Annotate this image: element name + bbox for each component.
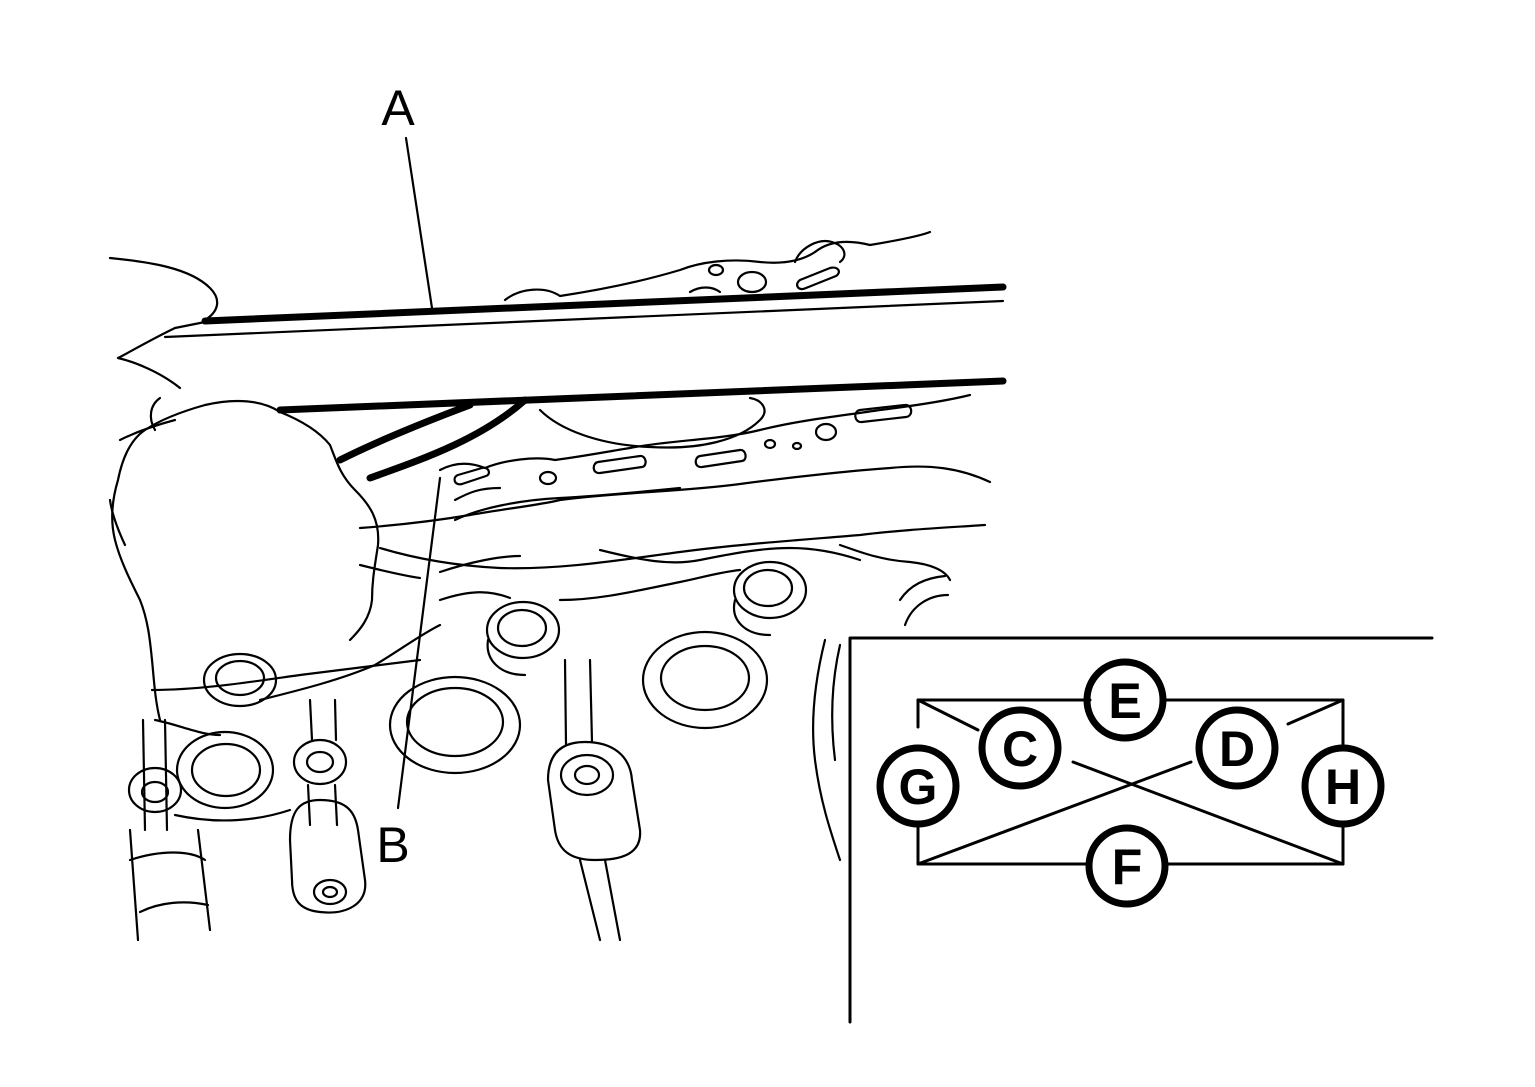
sequence-point-c: C [978, 706, 1062, 790]
straightedge [163, 283, 1007, 414]
cylinder-head-illustration [108, 230, 992, 942]
sequence-point-e: E [1083, 658, 1167, 742]
svg-text:F: F [1112, 839, 1143, 895]
measurement-sequence-inset: G C E D H F [848, 636, 1434, 1024]
sequence-point-h: H [1301, 744, 1385, 828]
callout-b-leader [396, 476, 442, 810]
feeler-gauge [336, 396, 529, 482]
sequence-point-d: D [1195, 706, 1279, 790]
callout-a-leader [404, 136, 434, 310]
sequence-point-f: F [1085, 824, 1169, 908]
inset-frame [848, 636, 1434, 1024]
svg-text:D: D [1219, 721, 1255, 777]
svg-text:H: H [1325, 759, 1361, 815]
sequence-point-g: G [876, 744, 960, 828]
svg-text:G: G [899, 759, 938, 815]
callout-a: A [381, 80, 415, 136]
svg-text:C: C [1002, 721, 1038, 777]
measurement-pattern [916, 698, 1345, 866]
svg-text:E: E [1108, 673, 1141, 729]
callout-b: B [376, 817, 409, 873]
